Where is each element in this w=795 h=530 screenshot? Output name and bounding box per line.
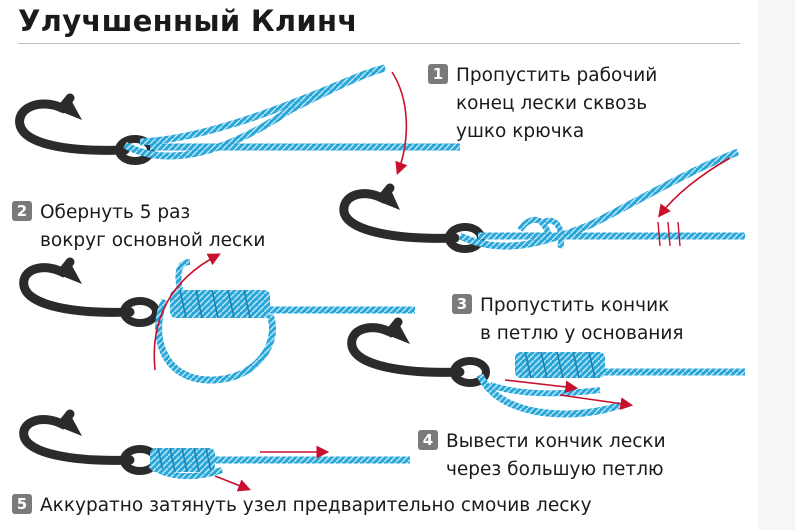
step-number-badge: 2 [12, 201, 32, 221]
step-number-badge: 3 [452, 294, 472, 314]
step-number-badge: 1 [428, 64, 448, 84]
step2-figure [339, 148, 745, 253]
step-text-line: Аккуратно затянуть узел предварительно с… [40, 495, 592, 516]
step-text-line: через большую петлю [446, 459, 664, 480]
page-title: Улучшенный Клинч [18, 4, 358, 38]
step-text-line: Обернуть 5 раз [40, 202, 191, 223]
step-3: 3 Пропустить кончик в петлю у основания [452, 292, 684, 348]
step1-figure [15, 64, 460, 175]
direction-arrow-icon [658, 157, 731, 218]
step3-result-figure [347, 317, 745, 418]
step-text-line: Вывести кончик лески [446, 431, 666, 452]
side-strip [758, 0, 795, 530]
direction-arrow-icon [504, 379, 579, 394]
step-text-line: Пропустить рабочий [456, 65, 658, 86]
direction-arrow-icon [559, 394, 634, 410]
step-5: 5 Аккуратно затянуть узел предварительно … [12, 492, 592, 520]
step-4: 4 Вывести кончик лески через большую петл… [418, 428, 666, 484]
title-divider [18, 43, 740, 44]
fishing-hook-icon [19, 257, 160, 327]
direction-arrow-icon [391, 71, 408, 175]
step-1: 1 Пропустить рабочий конец лески сквозь у… [428, 62, 657, 146]
step-number-badge: 5 [12, 494, 32, 514]
step-text-line: ушко крючка [456, 121, 585, 142]
fishing-hook-icon [347, 317, 490, 387]
step-text-line: в петлю у основания [480, 323, 684, 344]
step4-figure [19, 409, 410, 492]
direction-arrow-icon [214, 475, 251, 492]
step-number-badge: 4 [418, 430, 438, 450]
step3-figure [19, 253, 415, 384]
step-text-line: вокруг основной лески [40, 230, 266, 251]
fishing-hook-icon [19, 409, 160, 475]
step-2: 2 Обернуть 5 раз вокруг основной лески [12, 199, 265, 255]
step-text-line: конец лески сквозь [456, 93, 648, 114]
step-text-line: Пропустить кончик [480, 295, 670, 316]
direction-arrow-icon [153, 253, 221, 371]
